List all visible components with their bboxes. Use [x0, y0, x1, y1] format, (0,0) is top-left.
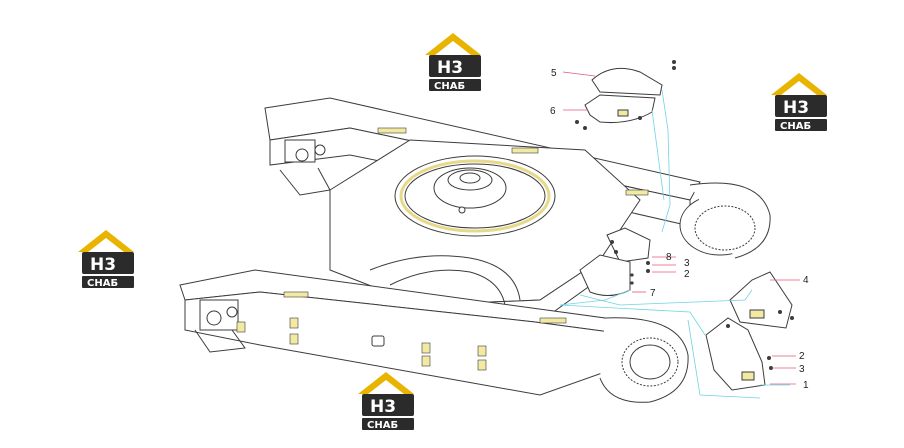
svg-text:СНАБ: СНАБ	[87, 278, 118, 289]
svg-text:H3: H3	[783, 98, 809, 118]
svg-text:СНАБ: СНАБ	[780, 121, 811, 132]
callout-6: 6	[550, 106, 556, 117]
callout-1: 1	[803, 380, 809, 391]
svg-text:СНАБ: СНАБ	[367, 420, 398, 431]
part-6-upper-bracket	[584, 94, 656, 123]
rear-sprocket-ring	[694, 205, 756, 251]
part-8-mid-bracket	[606, 227, 651, 263]
watermark-logo-left: H3 СНАБ	[78, 230, 134, 289]
part-7-mid-guard	[579, 254, 631, 296]
part-1-front-guard	[705, 317, 766, 391]
upper-guard-parts	[584, 67, 663, 123]
svg-text:H3: H3	[90, 255, 116, 275]
callout-8: 8	[666, 252, 672, 263]
callout-2-mid: 2	[684, 269, 690, 280]
watermark-logo-bottom: H3 СНАБ	[358, 372, 414, 431]
watermark-logo-top: H3 СНАБ	[425, 33, 481, 92]
front-guard-parts	[579, 227, 793, 391]
callout-5: 5	[551, 68, 557, 79]
callout-3-right: 3	[799, 364, 805, 375]
svg-text:H3: H3	[370, 397, 396, 417]
watermark-logo-right: H3 СНАБ	[771, 73, 827, 132]
callout-labels: 1 2 3 4 5 6 7 8 3 2	[550, 68, 809, 391]
part-4-rear-guard	[729, 271, 793, 329]
swing-ring-gear	[399, 159, 551, 233]
svg-text:H3: H3	[437, 58, 463, 78]
callout-4: 4	[803, 275, 809, 286]
callout-lines	[562, 71, 800, 385]
wear-pads	[236, 127, 649, 371]
callout-7: 7	[650, 288, 656, 299]
part-5-upper-cover	[591, 67, 663, 96]
track-frame	[179, 97, 771, 403]
bolts	[575, 60, 794, 370]
callout-2-right: 2	[799, 351, 805, 362]
callout-3-mid: 3	[684, 258, 690, 269]
svg-text:СНАБ: СНАБ	[434, 81, 465, 92]
assembly-leaders	[559, 89, 790, 399]
